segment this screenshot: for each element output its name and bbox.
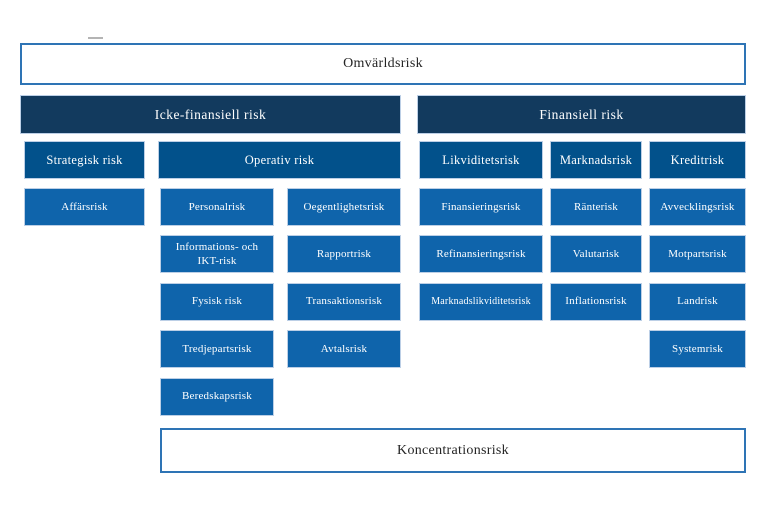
box-tredjepartsrisk: Tredjepartsrisk [160,330,274,369]
box-rapportrisk: Rapportrisk [287,235,401,274]
box-oegentlighetsrisk: Oegentlighetsrisk [287,188,401,226]
column-marknad: Ränterisk Valutarisk Inflationsrisk [550,188,642,321]
column-operativ-left: Personalrisk Informations- och IKT-risk … [160,188,274,416]
box-personalrisk: Personalrisk [160,188,274,226]
box-avtalsrisk: Avtalsrisk [287,330,401,369]
box-motpartsrisk: Motpartsrisk [649,235,746,274]
box-operativ-risk: Operativ risk [158,141,401,179]
box-finansieringsrisk: Finansieringsrisk [419,188,543,226]
header-finansiell-risk: Finansiell risk [417,95,746,134]
box-valutarisk: Valutarisk [550,235,642,274]
box-landrisk: Landrisk [649,282,746,321]
box-fysisk-risk: Fysisk risk [160,282,274,321]
box-marknadsrisk: Marknadsrisk [550,141,642,179]
box-affarsrisk: Affärsrisk [24,188,145,226]
box-avvecklingsrisk: Avvecklingsrisk [649,188,746,226]
box-systemrisk: Systemrisk [649,330,746,369]
box-marknadslikviditetsrisk: Marknadslikviditetsrisk [419,282,543,321]
box-koncentrationsrisk: Koncentrationsrisk [160,428,746,473]
box-refinansieringsrisk: Refinansieringsrisk [419,235,543,274]
scan-artifact-mark [88,37,103,39]
box-informations-och-ikt-risk: Informations- och IKT-risk [160,235,274,274]
column-strategisk: Affärsrisk [24,188,145,226]
column-likviditet: Finansieringsrisk Refinansieringsrisk Ma… [419,188,543,321]
box-kreditrisk: Kreditrisk [649,141,746,179]
box-beredskapsrisk: Beredskapsrisk [160,377,274,416]
box-ranterisk: Ränterisk [550,188,642,226]
box-inflationsrisk: Inflationsrisk [550,282,642,321]
box-strategisk-risk: Strategisk risk [24,141,145,179]
box-transaktionsrisk: Transaktionsrisk [287,282,401,321]
column-kredit: Avvecklingsrisk Motpartsrisk Landrisk Sy… [649,188,746,369]
box-omvarldsrisk: Omvärldsrisk [20,43,746,85]
header-icke-finansiell-risk: Icke-finansiell risk [20,95,401,134]
box-likviditetsrisk: Likviditetsrisk [419,141,543,179]
column-operativ-right: Oegentlighetsrisk Rapportrisk Transaktio… [287,188,401,369]
